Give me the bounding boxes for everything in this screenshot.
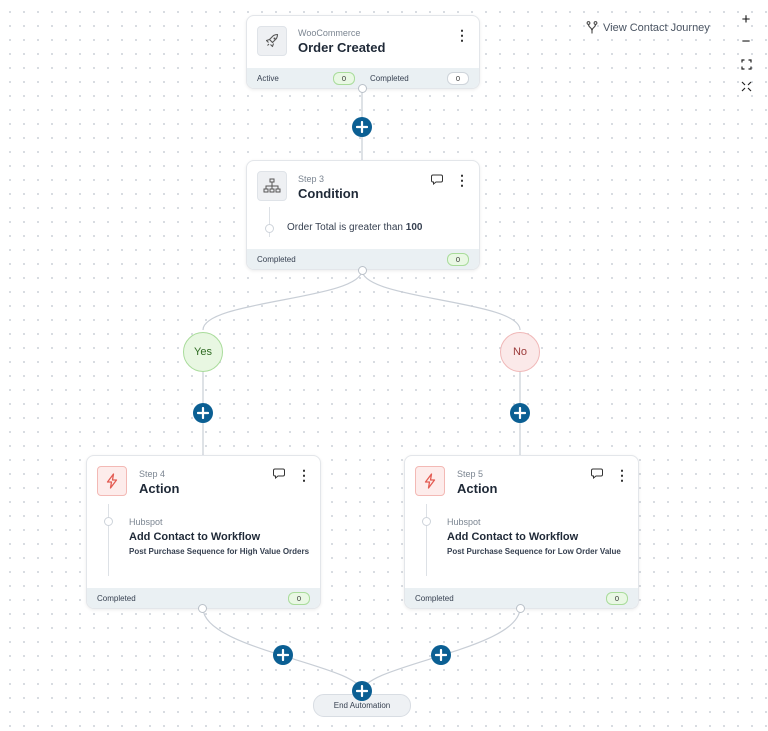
fit-view-button[interactable] [736, 54, 756, 74]
zoom-out-button[interactable]: − [741, 32, 751, 50]
view-contact-journey-link[interactable]: View Contact Journey [586, 21, 710, 34]
action-bullet [422, 517, 431, 526]
condition-card[interactable]: Step 3 Condition ⋮ Order Total is greate… [246, 160, 480, 270]
action-guide-line [108, 504, 109, 576]
trigger-card[interactable]: WooCommerce Order Created ⋮ Active 0 Com… [246, 15, 480, 89]
fullscreen-button[interactable] [736, 76, 756, 96]
action-step-label: Step 4 [139, 469, 166, 479]
rule-bullet [265, 224, 274, 233]
completed-label: Completed [257, 255, 296, 264]
integration-name: Hubspot [447, 517, 481, 527]
rocket-icon [257, 26, 287, 56]
action-no-output-port[interactable] [516, 604, 525, 613]
kebab-icon[interactable]: ⋮ [455, 172, 469, 188]
condition-title: Condition [298, 186, 359, 201]
kebab-icon[interactable]: ⋮ [297, 467, 311, 483]
comment-icon[interactable] [431, 172, 443, 190]
plus-icon [356, 121, 368, 133]
plus-icon [435, 649, 447, 661]
action-title: Action [457, 481, 498, 496]
yes-branch[interactable]: Yes [183, 332, 223, 372]
sitemap-icon [257, 171, 287, 201]
plus-icon [514, 407, 526, 419]
action-step-label: Step 5 [457, 469, 484, 479]
workflow-name: Post Purchase Sequence for Low Order Val… [447, 547, 621, 556]
condition-rule: Order Total is greater than 100 [287, 222, 422, 233]
branch-icon [586, 21, 598, 34]
workflow-name: Post Purchase Sequence for High Value Or… [129, 547, 310, 556]
active-count-badge: 0 [333, 72, 355, 85]
plus-icon [197, 407, 209, 419]
trigger-title: Order Created [298, 40, 386, 55]
condition-output-port[interactable] [358, 266, 367, 275]
active-label: Active [257, 74, 279, 83]
lightning-icon [415, 466, 445, 496]
fullscreen-icon [741, 81, 751, 91]
action-card-yes[interactable]: Step 4 Action ⋮ Hubspot Add Contact to W… [86, 455, 321, 609]
integration-name: Hubspot [129, 517, 163, 527]
rule-value: 100 [405, 222, 423, 233]
add-step-yes-button[interactable] [193, 403, 213, 423]
action-card-no[interactable]: Step 5 Action ⋮ Hubspot Add Contact to W… [404, 455, 639, 609]
action-bullet [104, 517, 113, 526]
no-branch[interactable]: No [500, 332, 540, 372]
plus-icon [277, 649, 289, 661]
rule-guide-line [269, 207, 270, 237]
trigger-footer: Active 0 Completed 0 [247, 68, 479, 88]
add-step-yes-merge-button[interactable] [273, 645, 293, 665]
zoom-in-button[interactable]: + [741, 10, 751, 28]
action-footer: Completed 0 [405, 588, 638, 608]
action-name: Add Contact to Workflow [447, 531, 579, 543]
completed-label: Completed [97, 594, 136, 603]
completed-count-badge: 0 [447, 253, 469, 266]
fit-view-icon [740, 58, 752, 70]
action-title: Action [139, 481, 180, 496]
trigger-app-name: WooCommerce [298, 28, 361, 38]
completed-count-badge: 0 [447, 72, 469, 85]
kebab-icon[interactable]: ⋮ [615, 467, 629, 483]
lightning-icon [97, 466, 127, 496]
completed-label: Completed [370, 74, 409, 83]
plus-icon [356, 685, 368, 697]
comment-icon[interactable] [591, 466, 603, 484]
add-step-button[interactable] [352, 117, 372, 137]
completed-label: Completed [415, 594, 454, 603]
add-step-no-button[interactable] [510, 403, 530, 423]
view-contact-journey-label: View Contact Journey [603, 21, 710, 34]
completed-count-badge: 0 [288, 592, 310, 605]
action-yes-output-port[interactable] [198, 604, 207, 613]
add-step-no-merge-button[interactable] [431, 645, 451, 665]
kebab-icon[interactable]: ⋮ [455, 27, 469, 43]
add-step-end-button[interactable] [352, 681, 372, 701]
completed-count-badge: 0 [606, 592, 628, 605]
condition-step-label: Step 3 [298, 174, 325, 184]
action-guide-line [426, 504, 427, 576]
comment-icon[interactable] [273, 466, 285, 484]
condition-footer: Completed 0 [247, 249, 479, 269]
action-footer: Completed 0 [87, 588, 320, 608]
action-name: Add Contact to Workflow [129, 531, 261, 543]
rule-text: Order Total is greater than [287, 222, 403, 233]
trigger-output-port[interactable] [358, 84, 367, 93]
